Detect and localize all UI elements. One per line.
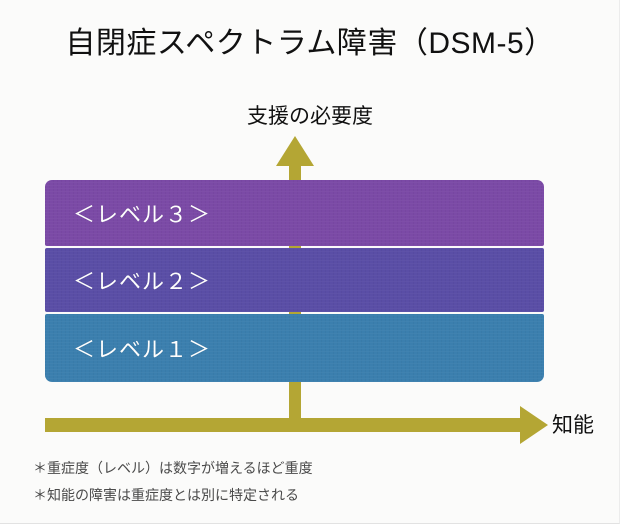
- x-axis-arrow-icon: [45, 406, 548, 444]
- footnote-list: ＊重症度（レベル）は数字が増えるほど重度 ＊知能の障害は重症度とは別に特定される: [33, 455, 553, 509]
- footnote-item: ＊知能の障害は重症度とは別に特定される: [33, 487, 299, 503]
- y-axis-label: 支援の必要度: [247, 105, 373, 128]
- severity-band-label-level-1: ＜レベル１＞: [73, 337, 212, 362]
- severity-band-level-3: ＜レベル３＞: [45, 180, 544, 246]
- severity-band-stack: ＜レベル３＞ ＜レベル２＞ ＜レベル１＞: [45, 180, 544, 382]
- severity-band-level-2: ＜レベル２＞: [45, 248, 544, 312]
- severity-band-label-level-2: ＜レベル２＞: [73, 269, 212, 294]
- severity-band-label-level-3: ＜レベル３＞: [73, 202, 212, 227]
- severity-band-level-1: ＜レベル１＞: [45, 314, 544, 382]
- x-axis-label: 知能: [552, 414, 594, 437]
- footnote-item: ＊重症度（レベル）は数字が増えるほど重度: [33, 460, 313, 476]
- page-title: 自閉症スペクトラム障害（DSM-5）: [65, 27, 555, 60]
